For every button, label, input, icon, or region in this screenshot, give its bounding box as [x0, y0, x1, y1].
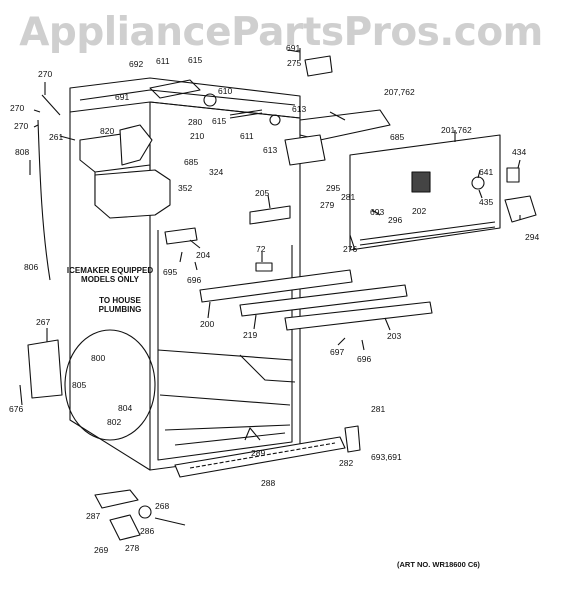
callout-278: 278	[125, 543, 140, 553]
callout-275: 275	[287, 58, 302, 68]
part-610	[203, 93, 217, 107]
callout-280: 280	[188, 117, 203, 127]
callout-267: 267	[36, 317, 51, 327]
callout-276: 276	[343, 244, 358, 254]
callout-695: 695	[163, 267, 178, 277]
art-number: (ART NO. WR18600 C6)	[397, 560, 480, 569]
callout-691-right: 691	[286, 43, 301, 53]
plumbing-note: TO HOUSE PLUMBING	[95, 296, 145, 314]
callout-610: 610	[218, 86, 233, 96]
callout-286: 286	[140, 526, 155, 536]
water-valve-area	[64, 329, 156, 441]
bracket-204	[164, 227, 198, 245]
callout-434: 434	[512, 147, 527, 157]
callout-210: 210	[190, 131, 205, 141]
callout-279: 279	[320, 200, 335, 210]
bracket-282	[344, 425, 361, 453]
roller-278	[109, 514, 141, 541]
callout-808: 808	[15, 147, 30, 157]
roller-bracket-287	[94, 489, 139, 509]
evaporator-cover-207	[299, 109, 391, 141]
callout-270-mid: 270	[10, 103, 25, 113]
grille-288	[174, 436, 346, 478]
callout-806: 806	[24, 262, 39, 272]
callout-219: 219	[243, 330, 258, 340]
icemaker-note: ICEMAKER EQUIPPED MODELS ONLY	[60, 266, 160, 284]
callout-72: 72	[256, 244, 266, 254]
fill-tube-806	[37, 119, 51, 281]
callout-201-762: 201,762	[441, 125, 472, 135]
callout-611-mid: 611	[240, 131, 254, 141]
callout-270-top: 270	[38, 69, 53, 79]
callout-693-691: 693,691	[371, 452, 402, 462]
callout-270-low: 270	[14, 121, 29, 131]
hinge-275	[304, 55, 333, 77]
callout-204: 204	[196, 250, 211, 260]
callout-295: 295	[326, 183, 341, 193]
callout-802: 802	[107, 417, 122, 427]
callout-200: 200	[200, 319, 215, 329]
callout-281-low: 281	[371, 404, 386, 414]
screw-268	[154, 517, 186, 526]
callout-697: 697	[330, 347, 345, 357]
callout-692: 692	[129, 59, 144, 69]
callout-696-top: 696	[187, 275, 202, 285]
callout-820: 820	[100, 126, 115, 136]
callout-288: 288	[261, 478, 276, 488]
plumbing-note-line1: TO HOUSE	[99, 296, 141, 305]
callout-203: 203	[387, 331, 402, 341]
callout-324: 324	[209, 167, 224, 177]
leg-286	[138, 505, 152, 519]
callout-615-mid: 615	[212, 116, 227, 126]
callout-289: 289	[251, 448, 266, 458]
socket-434	[506, 167, 520, 183]
rail-203	[284, 301, 433, 331]
callout-615-top: 615	[188, 55, 203, 65]
callout-611-top: 611	[156, 56, 170, 66]
light-shield-294	[504, 195, 537, 223]
callout-296: 296	[388, 215, 403, 225]
callout-282: 282	[339, 458, 354, 468]
callout-269: 269	[94, 545, 109, 555]
icemaker-note-line2: MODELS ONLY	[81, 275, 139, 285]
plumbing-note-line2: PLUMBING	[98, 305, 142, 315]
callout-696-low: 696	[357, 354, 372, 364]
callout-207-762: 207,762	[384, 87, 415, 97]
callout-261: 261	[49, 132, 64, 142]
callout-281-top: 281	[341, 192, 356, 202]
refrigerator-case	[69, 77, 301, 471]
rail-200	[199, 269, 353, 303]
callout-804: 804	[118, 403, 133, 413]
callout-268: 268	[155, 501, 170, 511]
light-bulb-641	[471, 176, 485, 190]
icemaker-note-line1: ICEMAKER EQUIPPED	[66, 266, 154, 275]
callout-352: 352	[178, 183, 193, 193]
callout-641: 641	[479, 167, 494, 177]
callout-676: 676	[9, 404, 24, 414]
callout-685-right: 685	[390, 132, 405, 142]
callout-693: 693	[370, 207, 385, 217]
rail-219	[239, 284, 408, 317]
part-692	[149, 79, 201, 99]
callout-287: 287	[86, 511, 101, 521]
callout-800: 800	[91, 353, 106, 363]
callout-294: 294	[525, 232, 540, 242]
callout-613-b: 613	[263, 145, 278, 155]
icemaker-assembly	[79, 124, 153, 216]
mullion-bracket-205	[249, 205, 291, 225]
callout-685-left: 685	[184, 157, 199, 167]
block-72	[255, 262, 273, 272]
callout-691-top: 691	[115, 92, 130, 102]
callout-435: 435	[479, 197, 494, 207]
ice-bucket-352	[94, 169, 171, 219]
callout-805: 805	[72, 380, 87, 390]
side-cover-267	[27, 339, 63, 399]
callout-613-a: 613	[292, 104, 307, 114]
callout-202: 202	[412, 206, 427, 216]
callout-205: 205	[255, 188, 270, 198]
